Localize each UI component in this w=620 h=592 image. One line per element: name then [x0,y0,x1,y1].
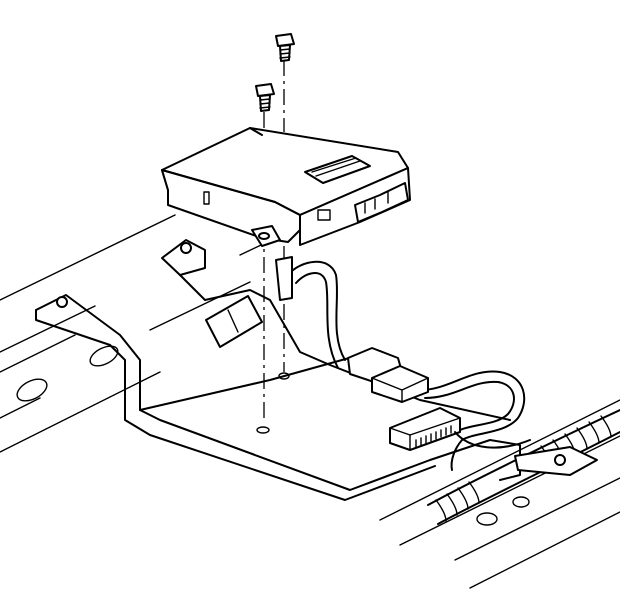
module-connector [389,407,461,451]
mounting-bracket [35,239,598,501]
screw-lower [255,83,275,112]
wiring-harness [287,260,531,471]
control-module [161,127,411,301]
harness-connector [347,347,429,403]
screw-upper [275,33,295,62]
floor-crossmember [0,214,620,589]
